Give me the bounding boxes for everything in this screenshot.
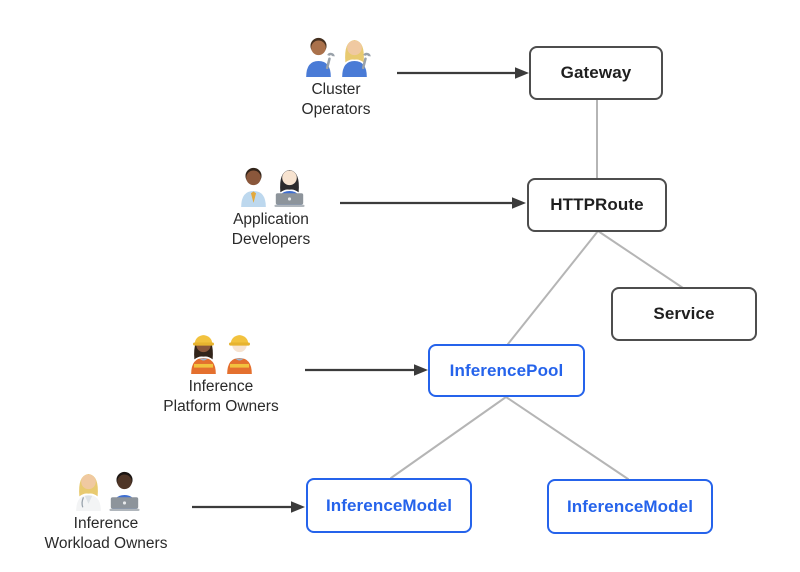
node-inferencepool: InferencePool bbox=[428, 344, 585, 397]
persona-application-developers: Application Developers bbox=[181, 163, 361, 250]
edge-inferencepool-inferencemodel-left bbox=[390, 396, 507, 479]
node-inferencemodel-left-label: InferenceModel bbox=[325, 495, 453, 515]
node-httproute: HTTPRoute bbox=[527, 178, 667, 232]
persona-cluster-operators: Cluster Operators bbox=[246, 33, 426, 120]
node-inferencepool-label: InferencePool bbox=[449, 360, 564, 380]
node-gateway: Gateway bbox=[529, 46, 663, 100]
node-httproute-label: HTTPRoute bbox=[550, 195, 644, 214]
persona-cluster-operators-icons bbox=[302, 33, 371, 77]
arrow-application-developers-httproute bbox=[340, 197, 526, 209]
man-construction-worker-icon bbox=[223, 332, 256, 374]
persona-application-developers-label: Application Developers bbox=[231, 211, 311, 248]
arrow-cluster-operators-gateway bbox=[397, 67, 529, 79]
edge-httproute-service bbox=[597, 230, 684, 289]
edge-httproute-inferencepool bbox=[507, 230, 599, 345]
node-inferencemodel-right: InferenceModel bbox=[547, 479, 713, 534]
persona-inference-platform-owners: Inference Platform Owners bbox=[131, 330, 311, 417]
arrow-inference-platform-owners-inferencepool bbox=[305, 364, 428, 376]
man-office-worker-icon bbox=[237, 165, 270, 207]
man-technologist-icon bbox=[108, 469, 141, 511]
health-worker-icon bbox=[72, 469, 105, 511]
man-mechanic-icon bbox=[302, 35, 335, 77]
node-inferencemodel-left: InferenceModel bbox=[306, 478, 472, 533]
node-inferencemodel-right-label: InferenceModel bbox=[566, 496, 694, 516]
arrow-inference-workload-owners-inferencemodel bbox=[192, 501, 305, 513]
persona-application-developers-icons bbox=[237, 163, 306, 207]
persona-inference-platform-owners-label: Inference Platform Owners bbox=[163, 378, 279, 415]
node-gateway-label: Gateway bbox=[560, 63, 632, 82]
woman-technologist-icon bbox=[273, 165, 306, 207]
persona-cluster-operators-label: Cluster Operators bbox=[301, 81, 371, 118]
woman-construction-worker-icon bbox=[187, 332, 220, 374]
persona-inference-workload-owners-icons bbox=[72, 467, 141, 511]
edge-inferencepool-inferencemodel-right bbox=[505, 396, 629, 480]
persona-inference-workload-owners: Inference Workload Owners bbox=[16, 467, 196, 554]
node-service: Service bbox=[611, 287, 757, 341]
persona-inference-platform-owners-icons bbox=[187, 330, 256, 374]
woman-mechanic-icon bbox=[338, 35, 371, 77]
node-service-label: Service bbox=[653, 304, 715, 323]
persona-inference-workload-owners-label: Inference Workload Owners bbox=[44, 515, 168, 552]
